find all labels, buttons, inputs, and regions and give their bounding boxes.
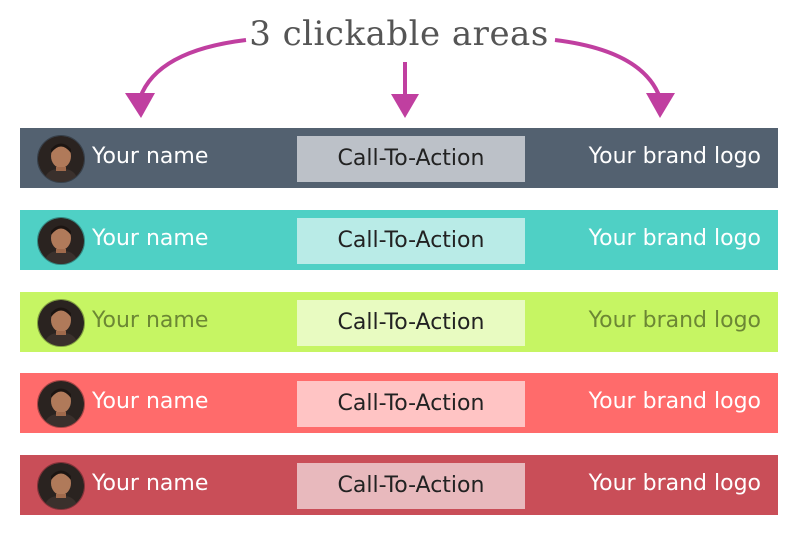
banner-bar: Your name Call-To-Action Your brand logo <box>20 455 778 515</box>
avatar[interactable] <box>37 299 85 347</box>
banner-bar: Your name Call-To-Action Your brand logo <box>20 373 778 433</box>
arrows <box>125 38 675 118</box>
arrow-right-head <box>646 93 675 118</box>
banner-bar: Your name Call-To-Action Your brand logo <box>20 210 778 270</box>
cta-button[interactable]: Call-To-Action <box>297 463 525 509</box>
arrow-right <box>554 38 662 99</box>
brand-logo-link[interactable]: Your brand logo <box>588 308 761 333</box>
headline: 3 clickable areas <box>249 14 549 54</box>
cta-button[interactable]: Call-To-Action <box>297 136 525 182</box>
banner-bar: Your name Call-To-Action Your brand logo <box>20 128 778 188</box>
avatar[interactable] <box>37 217 85 265</box>
arrow-middle-head <box>391 94 419 118</box>
brand-logo-link[interactable]: Your brand logo <box>588 471 761 496</box>
avatar[interactable] <box>37 380 85 428</box>
name-link[interactable]: Your name <box>92 226 209 251</box>
name-link[interactable]: Your name <box>92 389 209 414</box>
cta-button[interactable]: Call-To-Action <box>297 300 525 346</box>
arrow-left-head <box>125 93 155 118</box>
brand-logo-link[interactable]: Your brand logo <box>588 389 761 414</box>
name-link[interactable]: Your name <box>92 308 209 333</box>
banner-bar: Your name Call-To-Action Your brand logo <box>20 292 778 352</box>
cta-button[interactable]: Call-To-Action <box>297 381 525 427</box>
cta-button[interactable]: Call-To-Action <box>297 218 525 264</box>
avatar[interactable] <box>37 462 85 510</box>
avatar[interactable] <box>37 135 85 183</box>
brand-logo-link[interactable]: Your brand logo <box>588 226 761 251</box>
name-link[interactable]: Your name <box>92 471 209 496</box>
brand-logo-link[interactable]: Your brand logo <box>588 144 761 169</box>
name-link[interactable]: Your name <box>92 144 209 169</box>
arrow-left <box>138 38 247 99</box>
